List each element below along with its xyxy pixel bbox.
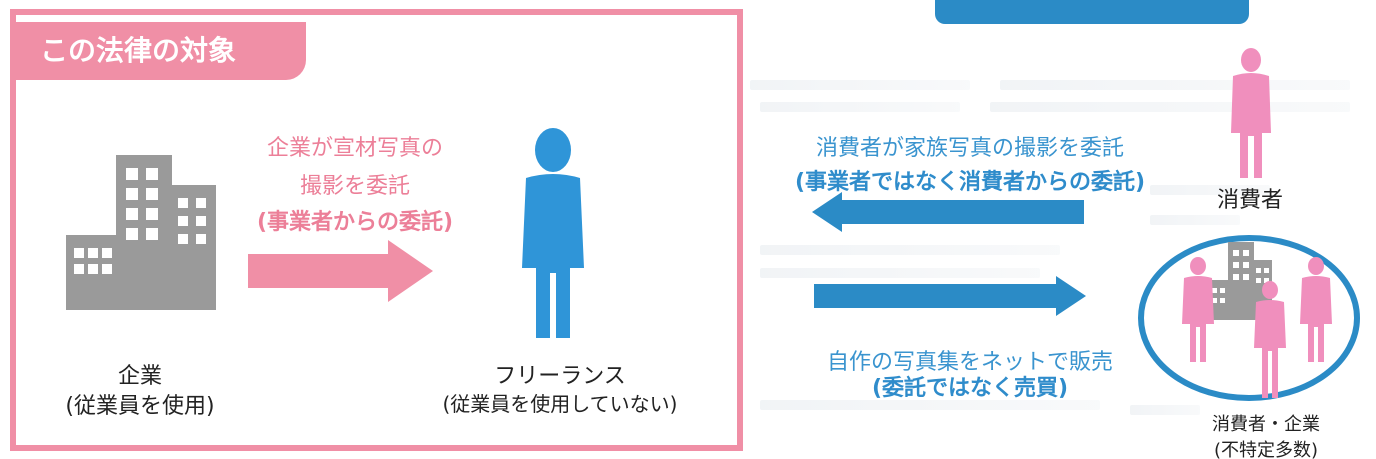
- consumer-request-line2: (事業者ではなく消費者からの委託): [794, 170, 1146, 195]
- blue-arrow-right-icon: [814, 276, 1086, 316]
- background-text-line: [1150, 185, 1270, 195]
- background-text-line: [760, 102, 960, 112]
- request-text-line3: (事業者からの委託): [256, 210, 454, 235]
- freelance-label: フリーランス: [494, 364, 626, 389]
- background-text-line: [990, 102, 1350, 112]
- background-text-line: [760, 245, 1060, 255]
- request-text-line1: 企業が宣材写真の: [266, 136, 443, 161]
- request-text-line2: 撮影を委託: [299, 174, 410, 199]
- sale-text-line2: (委託ではなく売買): [871, 376, 1069, 401]
- market-label-line2: (不特定多数): [1213, 440, 1319, 459]
- background-text-line: [1130, 405, 1200, 415]
- law-scope-title: この法律の対象: [16, 22, 306, 80]
- consumer-person-icon: [1231, 48, 1271, 178]
- background-text-line: [760, 400, 1100, 410]
- freelance-person-icon: [522, 128, 584, 338]
- background-text-line: [1150, 215, 1240, 225]
- company-label: 企業: [117, 364, 162, 389]
- law-scope-box: [10, 9, 743, 451]
- company-sublabel: (従業員を使用): [65, 394, 215, 419]
- pink-arrow-right-icon: [248, 240, 433, 302]
- background-text-line: [1000, 80, 1350, 90]
- background-text-line: [750, 80, 970, 90]
- consumer-request-line1: 消費者が家族写真の撮影を委託: [815, 136, 1124, 161]
- blue-arrow-left-icon: [812, 192, 1084, 232]
- market-group-icon: [1138, 235, 1360, 401]
- freelance-sublabel: (従業員を使用していない): [442, 392, 678, 416]
- market-label-line1: 消費者・企業: [1212, 414, 1320, 435]
- sale-text-line1: 自作の写真集をネットで販売: [826, 350, 1113, 375]
- background-text-line: [760, 268, 1040, 278]
- other-category-tab: [935, 0, 1249, 24]
- consumer-label: 消費者: [1216, 188, 1283, 213]
- building-icon: [66, 155, 216, 310]
